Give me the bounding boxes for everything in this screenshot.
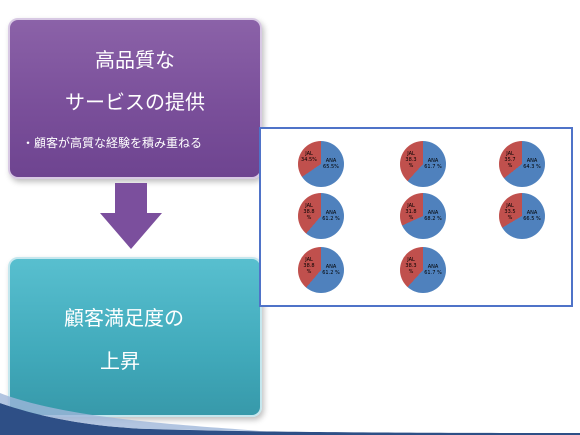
top-box-title-line1: 高品質な: [95, 48, 175, 72]
pie-jal-label: JAL 38.8 %: [303, 203, 315, 221]
pie-chart: JAL 38.3 % ANA 61.7 %: [400, 141, 446, 187]
bottom-box-title-line1: 顧客満足度の: [64, 306, 184, 330]
pie-chart-panel: JAL 34.5%ANA 65.5%JAL 38.3 %ANA 61.7 %JA…: [259, 127, 573, 307]
pie-chart: JAL 33.5 % ANA 66.5 %: [499, 193, 545, 239]
pie-ana-label: ANA 61.7 %: [424, 264, 442, 276]
pie-chart: JAL 38.3 % ANA 61.7 %: [400, 247, 446, 293]
pie-jal-label: JAL 38.3 %: [405, 151, 417, 169]
pie-ana-label: ANA 61.2 %: [322, 210, 340, 222]
pie-ana-label: ANA 61.2 %: [322, 264, 340, 276]
pie-jal-label: JAL 31.8 %: [405, 203, 417, 221]
pie-ana-label: ANA 68.2 %: [424, 210, 442, 222]
pie-jal-label: JAL 38.8 %: [303, 257, 315, 275]
down-arrow-icon: [100, 183, 162, 249]
pie-ana-label: ANA 66.5 %: [523, 210, 541, 222]
bottom-box-title-line2: 上昇: [100, 349, 140, 373]
pie-chart: JAL 38.8 % ANA 61.2 %: [298, 193, 344, 239]
pie-jal-label: JAL 38.3 %: [405, 257, 417, 275]
pie-ana-label: ANA 64.3 %: [523, 158, 541, 170]
top-box-bullet: ・顧客が高質な経験を積み重ねる: [22, 136, 203, 150]
pie-jal-label: JAL 35.7 %: [504, 151, 516, 169]
pie-chart: JAL 38.8 % ANA 61.2 %: [298, 247, 344, 293]
pie-jal-label: JAL 34.5%: [301, 151, 317, 163]
decorative-swoosh: [0, 393, 580, 435]
high-quality-service-box: 高品質な サービスの提供 ・顧客が高質な経験を積み重ねる: [8, 18, 262, 179]
pie-chart: JAL 31.8 % ANA 68.2 %: [400, 193, 446, 239]
pie-chart: JAL 34.5% ANA 65.5%: [298, 141, 344, 187]
top-box-title-line2: サービスの提供: [65, 90, 205, 114]
pie-ana-label: ANA 61.7 %: [424, 158, 442, 170]
pie-ana-label: ANA 65.5%: [323, 158, 339, 170]
pie-chart: JAL 35.7 % ANA 64.3 %: [499, 141, 545, 187]
pie-jal-label: JAL 33.5 %: [504, 203, 516, 221]
customer-satisfaction-box: 顧客満足度の 上昇: [8, 257, 262, 417]
